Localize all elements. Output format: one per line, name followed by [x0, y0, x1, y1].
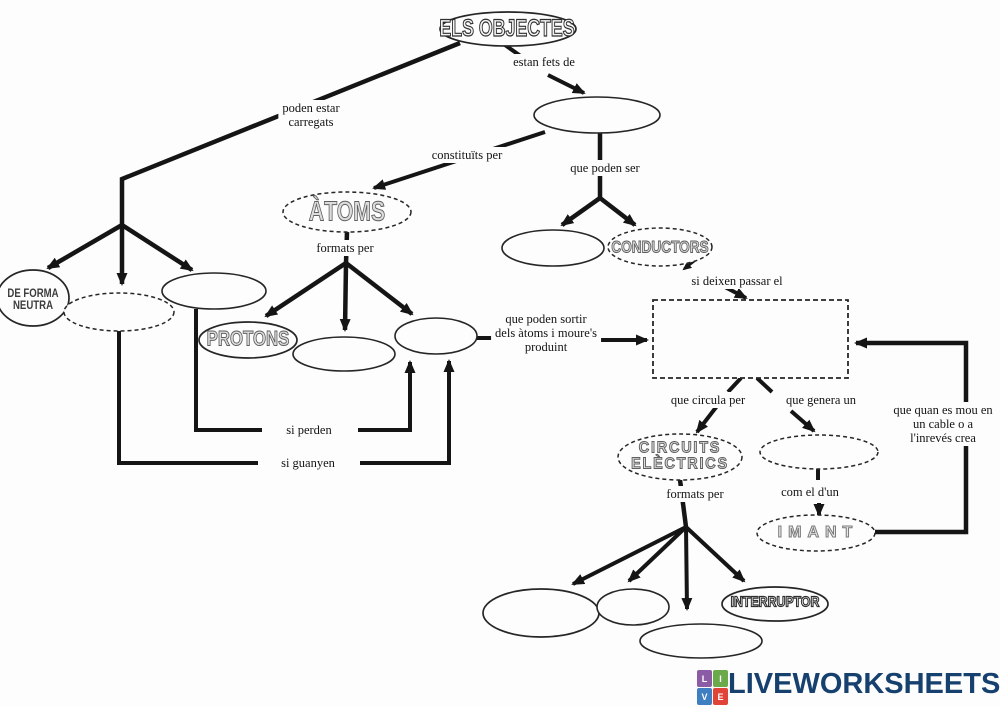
circuits-electrics-title: CIRCUITS ELÈCTRICS — [631, 439, 729, 473]
logo-tile-i: I — [713, 670, 728, 687]
edge-si-guanyen-left — [117, 331, 258, 465]
logo-tile-v: V — [697, 688, 712, 705]
label-que-quan-es-mou: que quan es mou en un cable o a l'inrevé… — [889, 402, 997, 446]
node-circuits-electrics — [617, 433, 743, 481]
edge-genera-arrow — [789, 409, 816, 433]
label-si-deixen-passar: si deixen passar el — [687, 273, 787, 289]
edge-to-de-forma-neutra — [46, 223, 124, 270]
edge-to-blank-middle — [339, 262, 351, 332]
edge-si-guanyen-right — [360, 359, 455, 465]
edge-circula-arrow — [695, 404, 719, 434]
node-atoms — [282, 191, 412, 233]
edge-imant-loop-upper — [854, 337, 969, 402]
blank-node-bottom-2[interactable] — [596, 588, 670, 626]
blank-node-aillants[interactable] — [501, 229, 605, 267]
liveworksheets-wordmark: LIVEWORKSHEETS — [728, 668, 1000, 700]
edge-to-blank-conductor-left — [560, 196, 602, 227]
label-formats-per-circuits: formats per — [662, 486, 728, 502]
liveworksheets-logo-icon: L I V E — [697, 670, 729, 706]
logo-tile-e: E — [713, 688, 728, 705]
els-objectes-title: ELS OBJECTES — [439, 14, 575, 42]
edge-objectes-to-left-branch — [119, 40, 461, 225]
node-protons — [198, 321, 298, 359]
conductors-title: CONDUCTORS — [611, 237, 709, 257]
blank-node-bottom-3[interactable] — [639, 623, 763, 659]
edge-genera-stub — [755, 376, 774, 394]
label-constituits-per: constituïts per — [427, 147, 507, 163]
blank-node-camp[interactable] — [759, 434, 879, 470]
label-com-el-dun: com el d'un — [777, 484, 843, 500]
blank-node-materials[interactable] — [533, 96, 661, 134]
node-imant — [756, 514, 876, 552]
edge-fan-1 — [571, 525, 687, 586]
blank-box-corrent[interactable] — [652, 299, 849, 379]
interruptor-title: INTERRUPTOR — [730, 594, 820, 611]
blank-node-left[interactable] — [161, 272, 267, 310]
edge-estan-fets-arrow — [547, 73, 586, 95]
edge-to-conductors — [598, 196, 637, 227]
blank-node-electrons[interactable] — [394, 317, 478, 355]
edge-si-perden-left — [194, 309, 262, 432]
connector-lines — [46, 40, 969, 611]
label-estan-fets-de: estan fets de — [509, 54, 579, 70]
edge-to-protons — [264, 261, 348, 318]
blank-node-neutrons[interactable] — [292, 336, 396, 372]
node-shapes — [0, 11, 879, 659]
label-que-circula-per: que circula per — [666, 392, 750, 408]
blank-node-bottom-1[interactable] — [482, 588, 600, 638]
label-que-poden-sortir: que poden sortir dels àtoms i moure's pr… — [491, 311, 601, 355]
node-interruptor — [721, 586, 829, 622]
label-formats-per-atoms: formats per — [312, 240, 378, 256]
edge-to-blank-left — [120, 223, 194, 272]
edge-fan-interruptor — [684, 525, 746, 583]
label-si-guanyen: si guanyen — [277, 455, 339, 471]
node-conductors — [607, 227, 713, 267]
label-si-perden: si perden — [282, 422, 336, 438]
protons-title: PROTONS — [206, 327, 290, 351]
imant-title: IMANT — [777, 523, 859, 542]
edge-circula-stub — [726, 376, 743, 394]
logo-tile-l: L — [697, 670, 712, 687]
edge-imant-loop-lower — [875, 446, 969, 535]
atoms-title: ÀTOMS — [308, 195, 386, 227]
label-que-genera-un: que genera un — [781, 392, 861, 408]
label-que-poden-ser: que poden ser — [566, 160, 644, 176]
de-forma-neutra-title: DE FORMA NEUTRA — [7, 285, 59, 312]
edge-to-blank-electrons — [344, 261, 414, 316]
edge-fan-3 — [681, 526, 693, 611]
edge-si-perden-right — [358, 360, 416, 432]
node-de-forma-neutra — [0, 269, 70, 327]
edge-fan-2 — [627, 525, 688, 583]
label-poden-estar-carregats: poden estar carregats — [278, 100, 344, 130]
blank-node-dashed-left[interactable] — [63, 292, 175, 332]
node-els-objectes — [439, 11, 577, 47]
